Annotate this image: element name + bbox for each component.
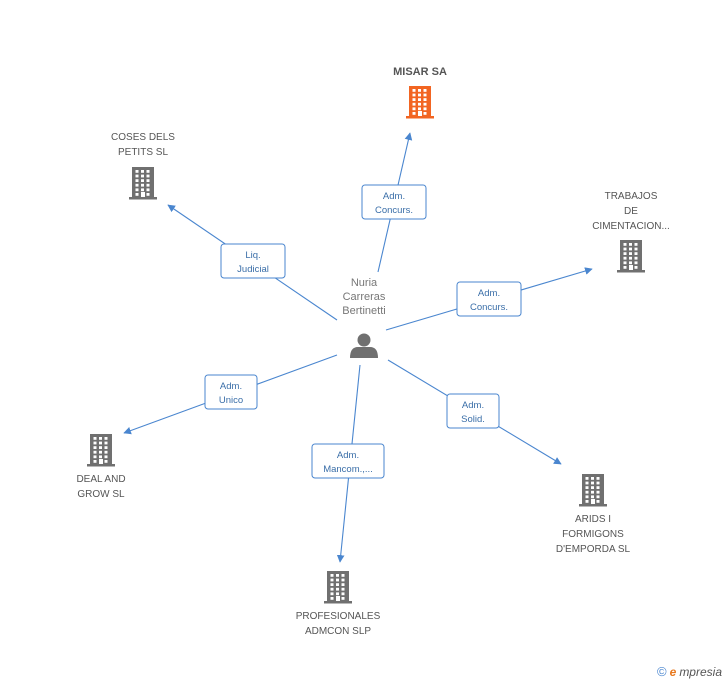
building-icon xyxy=(617,240,645,273)
edge-trabajos: Adm. Concurs. xyxy=(385,267,593,331)
edge-label-line: Adm. xyxy=(383,191,405,202)
building-icon xyxy=(129,167,157,200)
company-label-line: GROW SL xyxy=(77,489,125,500)
edge-arids: Adm. Solid. xyxy=(387,359,562,465)
edge-label-box[interactable]: Adm. Solid. xyxy=(446,393,500,429)
company-label-line: D'EMPORDA SL xyxy=(556,544,631,555)
edge-misar: Adm. Concurs. xyxy=(361,132,427,273)
edge-label-box[interactable]: Liq. Judicial xyxy=(220,243,286,279)
edge-label-box[interactable]: Adm. Unico xyxy=(204,374,258,410)
company-label-line: COSES DELS xyxy=(111,132,175,143)
edge-label-line: Liq. xyxy=(245,250,260,261)
edge-label-line: Unico xyxy=(219,395,243,406)
edge-label-box[interactable]: Adm. Concurs. xyxy=(456,281,522,317)
company-label-line: ADMCON SLP xyxy=(305,626,371,637)
company-node-profesionales[interactable]: PROFESIONALES ADMCON SLP xyxy=(296,571,381,637)
company-label-line: TRABAJOS xyxy=(605,191,658,202)
person-name-line: Carreras xyxy=(343,291,386,303)
company-label-line: PROFESIONALES xyxy=(296,611,381,622)
company-node-deal[interactable]: DEAL AND GROW SL xyxy=(76,434,126,500)
copyright-icon: © xyxy=(657,664,667,679)
company-label-line: PETITS SL xyxy=(118,147,168,158)
edge-profesionales: Adm. Mancom.,... xyxy=(311,364,385,563)
building-icon xyxy=(87,434,115,467)
person-name-line: Bertinetti xyxy=(342,305,385,317)
company-label-line: DEAL AND xyxy=(76,474,125,485)
edge-label-box[interactable]: Adm. Concurs. xyxy=(361,184,427,220)
edge-label-line: Concurs. xyxy=(375,205,413,216)
person-icon xyxy=(350,333,378,358)
edge-deal: Adm. Unico xyxy=(123,354,338,435)
edge-label-line: Adm. xyxy=(220,381,242,392)
brand-logo-initial: e xyxy=(669,664,677,679)
building-icon xyxy=(324,571,352,604)
company-label-line: ARIDS I xyxy=(575,514,611,525)
edge-label-box[interactable]: Adm. Mancom.,... xyxy=(311,443,385,479)
edge-label-line: Judicial xyxy=(237,264,269,275)
company-node-trabajos[interactable]: TRABAJOS DE CIMENTACION... xyxy=(592,191,670,273)
building-icon xyxy=(579,474,607,507)
edge-label-line: Solid. xyxy=(461,414,485,425)
edge-coses: Liq. Judicial xyxy=(167,204,338,321)
edge-label-line: Adm. xyxy=(462,400,484,411)
company-label-line: FORMIGONS xyxy=(562,529,624,540)
edge-label-line: Adm. xyxy=(478,288,500,299)
company-node-coses[interactable]: COSES DELS PETITS SL xyxy=(111,132,175,200)
edge-label-line: Adm. xyxy=(337,450,359,461)
company-label-line: MISAR SA xyxy=(393,66,447,78)
brand-name: mpresia xyxy=(679,664,722,679)
person-name-line: Nuria xyxy=(351,277,378,289)
edge-label-line: Mancom.,... xyxy=(323,464,373,475)
company-node-arids[interactable]: ARIDS I FORMIGONS D'EMPORDA SL xyxy=(556,474,631,555)
company-label-line: CIMENTACION... xyxy=(592,221,670,232)
company-label-line: DE xyxy=(624,206,638,217)
building-icon xyxy=(406,86,434,119)
company-node-misar[interactable]: MISAR SA xyxy=(393,66,447,119)
edge-label-line: Concurs. xyxy=(470,302,508,313)
